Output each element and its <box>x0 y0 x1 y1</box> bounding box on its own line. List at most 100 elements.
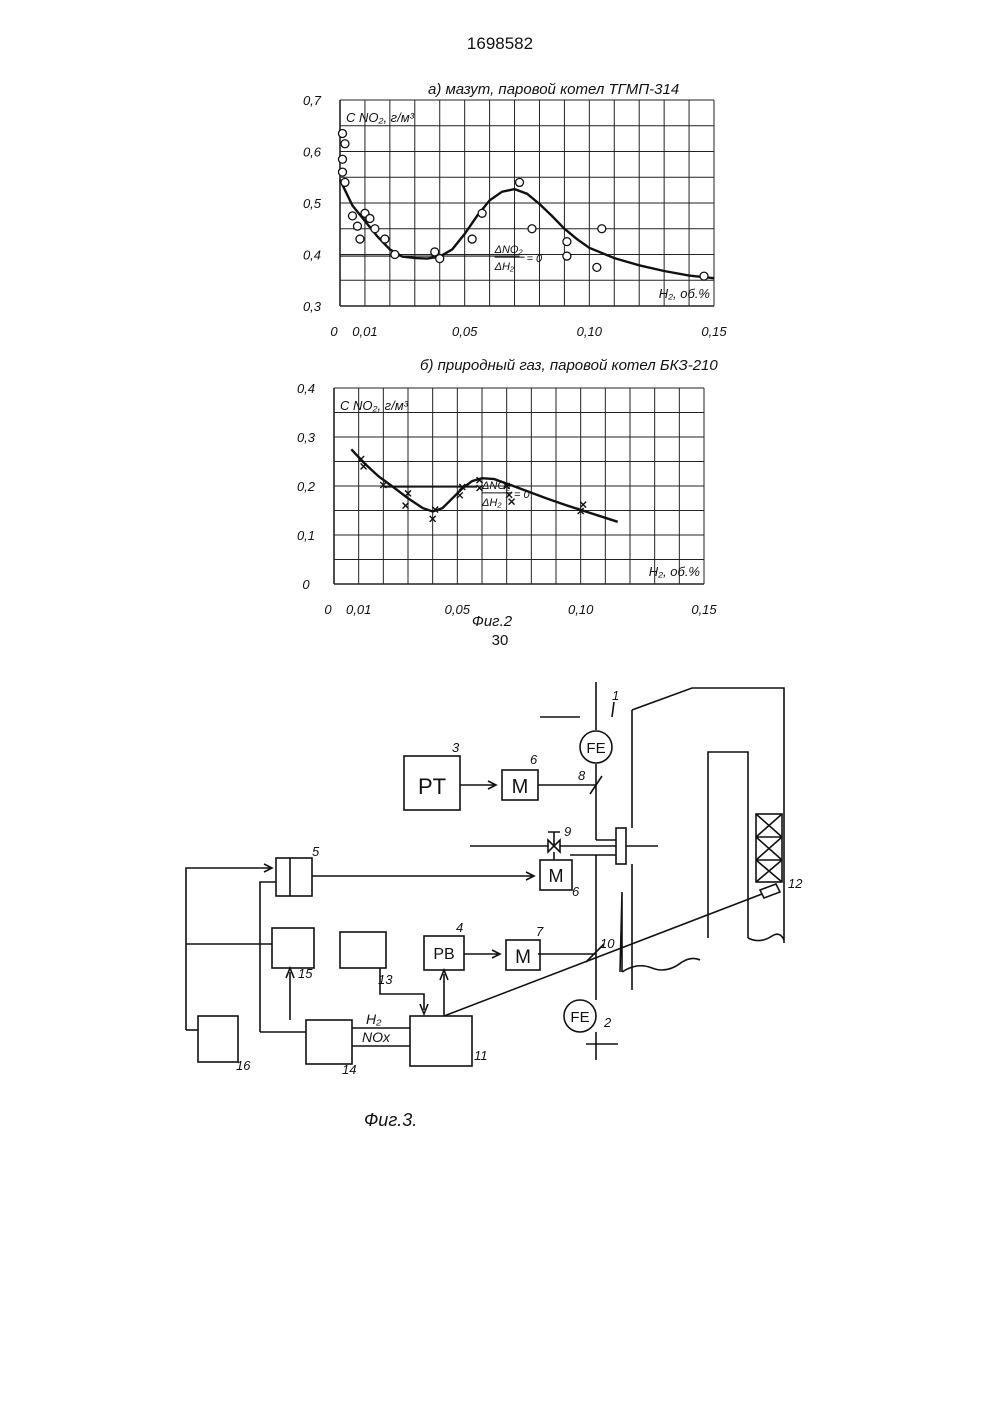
furnace-bottom-wave-right <box>748 934 784 940</box>
line-label-nox: NOx <box>362 1029 391 1045</box>
chart-b-xtick-label: 0,01 <box>346 602 371 617</box>
chart-a-xtick-label: 0,15 <box>701 324 727 339</box>
chart-a-data-point <box>338 155 346 163</box>
furnace-bottom-wave <box>622 958 700 972</box>
chart-a-data-point <box>468 235 476 243</box>
chart-a-ytick-label: 0,3 <box>303 299 322 314</box>
valve-9 <box>470 832 616 852</box>
chart-a-data-point <box>598 225 606 233</box>
block-13 <box>340 932 386 968</box>
chart-b-annotation-eq: = 0 <box>514 489 530 501</box>
chart-b-ytick-label: 0,1 <box>297 528 315 543</box>
furnace-inner <box>620 752 748 972</box>
chart-b-ytick-label: 0,3 <box>297 430 316 445</box>
chart-a-xlabel: H₂, об.% <box>659 286 710 301</box>
damper-10 <box>538 944 604 962</box>
chart-a-data-point <box>371 225 379 233</box>
label-11: 11 <box>474 1048 488 1063</box>
line-label-h2: H₂ <box>366 1011 382 1027</box>
fig2-caption: Фиг.2 <box>472 613 513 630</box>
chart-a-ytick-label: 0,4 <box>303 248 321 263</box>
chart-a-data-point <box>528 225 536 233</box>
chart-a-ytick-label: 0,6 <box>303 145 322 160</box>
burner <box>616 828 626 864</box>
control-schematic: PT M M PB M FE FE 1 2 3 4 5 6 6 7 8 9 10… <box>0 660 1000 1140</box>
chart-a-ylabel: C NO₂, г/м³ <box>346 110 415 125</box>
chart-a-data-point <box>366 214 374 222</box>
chart-b-annotation-num: ΔNO₂ <box>481 480 511 492</box>
chart-a-xtick-label: 0 <box>330 324 338 339</box>
burner-lines <box>570 840 658 855</box>
chart-a-xtick-label: 0,01 <box>352 324 377 339</box>
chart-a-annotation-eq: = 0 <box>527 253 543 265</box>
chart-b-xtick-label: 0 <box>324 602 332 617</box>
label-14: 14 <box>342 1062 356 1077</box>
block-16 <box>198 1016 238 1062</box>
sensor-1-text: FE <box>586 740 605 757</box>
label-8: 8 <box>578 768 586 783</box>
chart-a-annotation-den: ΔH₂ <box>494 261 515 273</box>
wire-11-to-4 <box>440 970 448 1016</box>
chart-a-data-point <box>353 222 361 230</box>
box-6a-text: M <box>512 776 529 798</box>
block-14 <box>306 1020 352 1064</box>
label-10: 10 <box>600 936 615 951</box>
chart-a-data-point <box>563 252 571 260</box>
label-4: 4 <box>456 920 463 935</box>
label-5: 5 <box>312 844 320 859</box>
chart-a-data-point <box>341 140 349 148</box>
chart-a-data-point <box>700 272 708 280</box>
chart-a-xtick-label: 0,10 <box>577 324 603 339</box>
chart-a-data-point <box>348 212 356 220</box>
label-12: 12 <box>788 876 803 891</box>
chart-b-ytick-label: 0,2 <box>297 479 316 494</box>
chart-a-xtick-label: 0,05 <box>452 324 478 339</box>
chart-b-annotation-den: ΔH₂ <box>481 497 502 509</box>
chart-b-xtick-label: 0,10 <box>568 602 594 617</box>
chart-a-data-point <box>436 255 444 263</box>
box-7-text: M <box>515 947 531 968</box>
chart-b-xtick-label: 0,05 <box>445 602 471 617</box>
box-4-text: PB <box>433 946 454 963</box>
chart-a-ytick-label: 0,7 <box>303 93 322 108</box>
chart-a-data-point <box>593 263 601 271</box>
chart-b-title: б) природный газ, паровой котел БКЗ-210 <box>420 357 718 374</box>
wire-14-to-15 <box>286 968 294 1020</box>
chart-a-data-point <box>381 235 389 243</box>
chart-a-data-point <box>516 178 524 186</box>
chart-b-ytick-label: 0 <box>302 577 310 592</box>
chart-a-annotation-num: ΔNO₂ <box>494 244 524 256</box>
chart-a-ytick-label: 0,5 <box>303 196 322 211</box>
damper-8-line <box>540 776 602 794</box>
fig3-caption: Фиг.3. <box>364 1110 417 1130</box>
heat-exchanger-cross <box>756 814 782 882</box>
label-6b: 6 <box>572 884 580 899</box>
chart-a-title: а) мазут, паровой котел ТГМП-314 <box>428 81 679 98</box>
link-5-to-6b <box>312 872 534 880</box>
chart-b-data-point <box>361 463 367 469</box>
chart-b-xlabel: H₂, об.% <box>649 564 700 579</box>
chart-b-ytick-label: 0,4 <box>297 381 315 396</box>
label-3: 3 <box>452 740 460 755</box>
page-number: 30 <box>0 632 1000 649</box>
label-2: 2 <box>603 1015 612 1030</box>
chart-b: б) природный газ, паровой котел БКЗ-210 0… <box>0 352 1000 636</box>
chart-b-xtick-label: 0,15 <box>691 602 717 617</box>
label-16: 16 <box>236 1058 251 1073</box>
chart-a-data-point <box>391 251 399 259</box>
chart-b-ylabel: C NO₂, г/м³ <box>340 398 409 413</box>
block-5 <box>276 858 312 896</box>
chart-a-data-point <box>478 209 486 217</box>
chart-a-data-point <box>356 235 364 243</box>
wire-left-bus <box>186 864 272 1030</box>
sensor-2-text: FE <box>570 1009 589 1026</box>
block-15 <box>272 928 314 968</box>
label-13: 13 <box>378 972 393 987</box>
label-9: 9 <box>564 824 571 839</box>
chart-a-data-point <box>338 168 346 176</box>
document-number: 1698582 <box>0 34 1000 54</box>
label-7: 7 <box>536 924 544 939</box>
chart-a-data-point <box>341 178 349 186</box>
chart-a-data-point <box>563 238 571 246</box>
